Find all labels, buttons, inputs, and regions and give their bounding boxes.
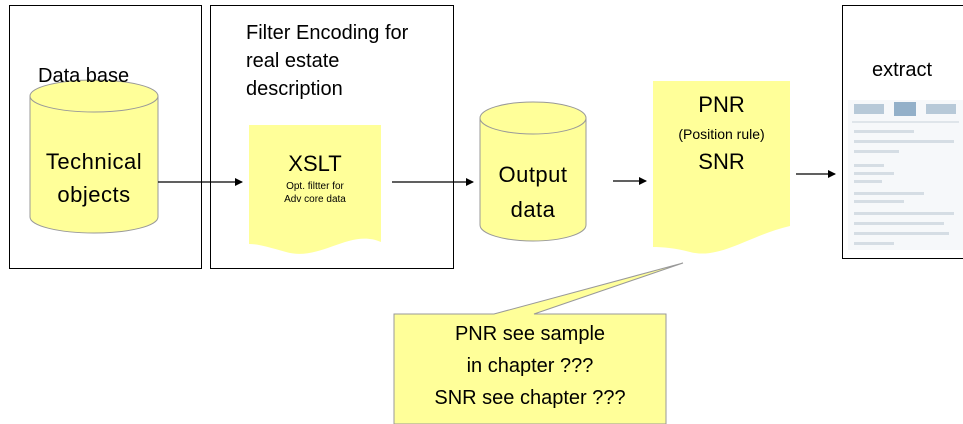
document-scan-graphic	[848, 100, 963, 250]
snr-label: SNR	[698, 149, 745, 174]
pnr-snr-document-shape	[653, 81, 790, 254]
pnr-label: PNR	[698, 92, 745, 117]
xslt-label: XSLT	[288, 151, 342, 176]
database-title: Data base	[38, 65, 130, 87]
callout-bubble	[393, 262, 684, 424]
xslt-document-shape	[249, 125, 381, 254]
extract-title: extract	[872, 59, 933, 81]
filter-encoding-title: Filter Encoding for real estate descript…	[246, 22, 409, 100]
output-data-cylinder	[479, 101, 587, 242]
xslt-subtitle: Opt. filtter for Adv core data	[284, 181, 346, 205]
callout-text: PNR see sample in chapter ??? SNR see ch…	[434, 323, 626, 409]
technical-objects-label: Technical objects	[45, 149, 143, 207]
position-rule-label: (Position rule)	[678, 126, 765, 142]
output-data-label: Output data	[498, 162, 568, 222]
extract-document-image	[848, 100, 963, 250]
technical-objects-cylinder	[29, 79, 159, 234]
